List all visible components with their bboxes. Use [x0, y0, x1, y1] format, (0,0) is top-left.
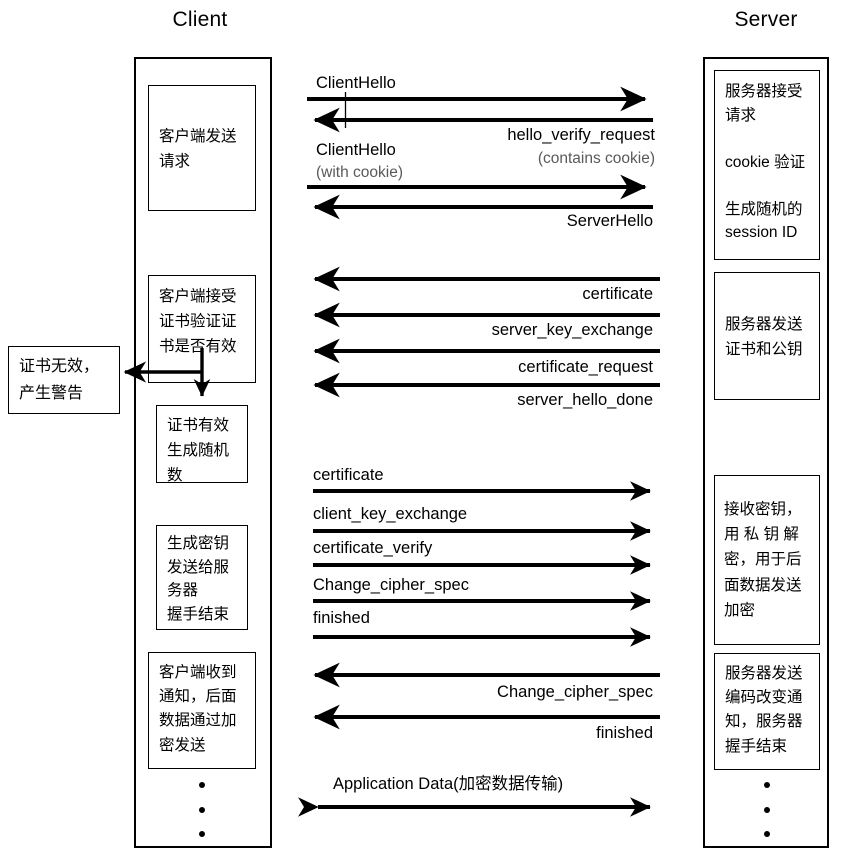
label-certificate-client: certificate: [313, 466, 384, 484]
client-note-gen-key: 生成密钥 发送给服 务器 握手结束: [156, 525, 248, 630]
label-change-cipher-spec-server: Change_cipher_spec: [497, 683, 653, 701]
server-note-accept: 服务器接受 请求 cookie 验证 生成随机的 session ID: [714, 70, 820, 260]
dot: [199, 806, 205, 813]
label-server-hello: ServerHello: [566, 212, 653, 230]
server-note-change-cipher: 服务器发送 编码改变通 知，服务器 握手结束: [714, 653, 820, 770]
label-application-data: Application Data(加密数据传输): [333, 775, 564, 793]
label-certificate-request: certificate_request: [518, 358, 653, 376]
label-certificate-verify: certificate_verify: [313, 539, 433, 557]
client-column-title: Client: [172, 8, 228, 31]
server-note-recv-key: 接收密钥， 用 私 钥 解 密，用于后 面数据发送 加密: [714, 475, 820, 645]
label-finished-client: finished: [313, 609, 370, 627]
label-certificate-server: certificate: [582, 285, 653, 303]
label-client-hello-cookie-sub: (with cookie): [316, 164, 403, 181]
dot: [764, 782, 770, 788]
client-note-request: 客户端发送 请求: [148, 85, 256, 211]
dot: [764, 806, 770, 813]
label-client-key-exchange: client_key_exchange: [313, 505, 468, 523]
label-hello-verify-request: hello_verify_request: [507, 126, 655, 144]
dot: [764, 831, 770, 837]
label-change-cipher-spec-client: Change_cipher_spec: [313, 576, 469, 594]
client-note-cert-valid: 证书有效 生成随机 数: [156, 405, 248, 484]
client-note-verify-cert: 客户端接受 证书验证证 书是否有效: [148, 275, 256, 383]
dot: [199, 782, 205, 788]
cert-invalid-alert: 证书无效， 产生警告: [8, 346, 120, 414]
server-ellipsis-dots: [762, 782, 772, 837]
dot: [199, 831, 205, 837]
client-ellipsis-dots: [197, 782, 207, 837]
label-client-hello-1: ClientHello: [316, 74, 396, 92]
label-finished-server: finished: [596, 724, 653, 742]
client-note-notified: 客户端收到 通知，后面 数据通过加 密发送: [148, 652, 256, 769]
label-client-hello-cookie: ClientHello: [316, 141, 396, 159]
label-hello-verify-request-sub: (contains cookie): [537, 150, 655, 167]
server-note-send-cert: 服务器发送 证书和公钥: [714, 272, 820, 400]
label-server-key-exchange: server_key_exchange: [491, 321, 653, 339]
label-server-hello-done: server_hello_done: [517, 391, 653, 409]
server-column-title: Server: [734, 8, 798, 31]
